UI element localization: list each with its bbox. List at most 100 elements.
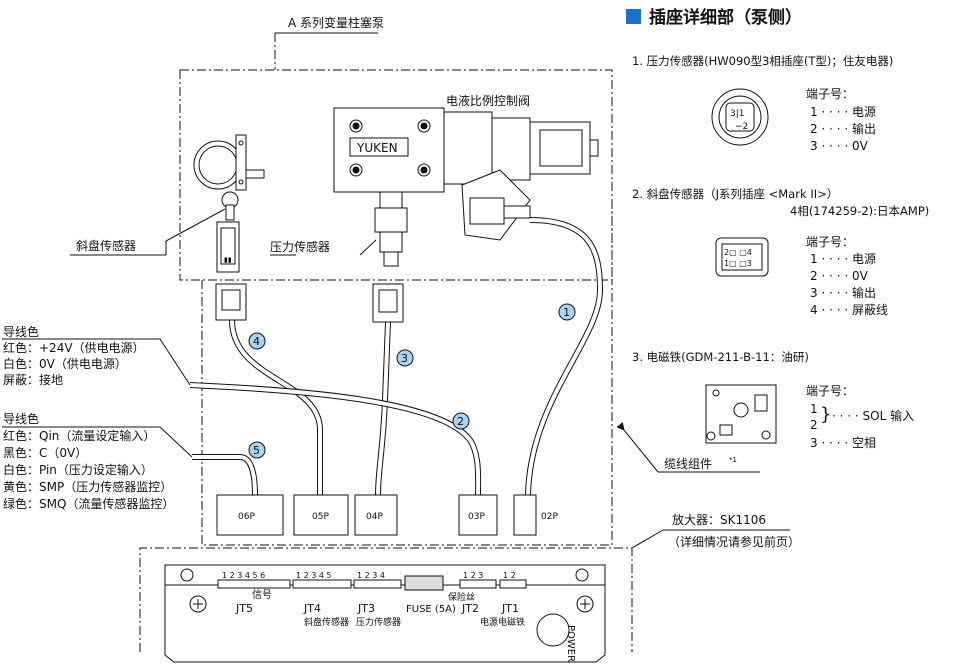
header-title: 插座详细部（泵侧）: [649, 7, 802, 28]
amp-terminal-jt2: 1 2 3 JT2 电源: [461, 571, 498, 628]
svg-text:1: 1: [563, 306, 570, 319]
wire-group1-title: 导线色: [3, 325, 40, 339]
svg-text:FUSE (5A): FUSE (5A): [406, 604, 456, 615]
cable-assembly-label: 缆线组件: [664, 457, 712, 471]
svg-text:▮▮: ▮▮: [224, 256, 232, 264]
amp-terminal-fuse: FUSE (5A) 保险丝: [406, 591, 475, 615]
svg-text:2▢ ▢4: 2▢ ▢4: [724, 248, 752, 257]
connector-03p: 03P: [458, 494, 498, 536]
pump-label: A 系列变量柱塞泵: [288, 15, 384, 30]
svg-text:2: 2: [457, 415, 464, 428]
svg-text:02P: 02P: [541, 512, 558, 522]
svg-text:电源: 电源: [480, 616, 498, 628]
svg-text:5: 5: [253, 444, 260, 457]
amp-terminal-jt5: 1 2 3 4 5 6 JT5 信号: [222, 571, 272, 615]
svg-text:06P: 06P: [238, 512, 255, 522]
detail1-title: 1. 压力传感器(HW090型3相插座(T型)；住友电器): [632, 54, 894, 68]
cable-connectors-top: [215, 283, 404, 323]
svg-text:JT3: JT3: [357, 602, 375, 615]
detail2-pin-1: 1 · · · · 电源: [810, 252, 876, 266]
detail3-title: 3. 电磁铁(GDM-211-B-11：油研): [632, 350, 809, 364]
detail2-pin-3: 3 · · · · 输出: [810, 286, 876, 300]
connector-05p: 05P: [293, 494, 349, 536]
svg-text:斜盘传感器: 斜盘传感器: [304, 616, 349, 628]
connector-06p: 06P: [216, 494, 284, 536]
svg-text:压力传感器: 压力传感器: [356, 616, 401, 628]
pump-box: A 系列变量柱塞泵: [179, 15, 613, 281]
amp-terminal-jt3: 1 2 3 4 JT3 压力传感器: [356, 571, 401, 628]
detail2-title: 2. 斜盘传感器（J系列插座 <Mark II>）: [632, 187, 839, 201]
detail1-pin-3: 3 · · · · 0V: [810, 139, 868, 153]
detail3-pins-title: 端子号：: [806, 384, 855, 398]
svg-text:信号: 信号: [252, 589, 272, 601]
detail2-pin-4: 4 · · · · 屏蔽线: [810, 303, 888, 317]
detail3-brace: }: [820, 404, 832, 425]
detail1-pins-title: 端子号：: [806, 87, 855, 101]
amplifier-box: 放大器：SK1106 （详细情况请参见前页）: [139, 512, 800, 652]
wire-group2-line-2: 黑色：C（0V）: [3, 446, 88, 460]
svg-text:JT2: JT2: [461, 602, 479, 615]
cable-number-4: 4: [248, 332, 266, 350]
wire-group1-line-3: 屏蔽：接地: [3, 373, 64, 387]
swash-sensor-label: 斜盘传感器: [76, 238, 136, 253]
detail1-pin-2: 2 · · · · 输出: [810, 122, 876, 136]
plug-detail-3-icon: [705, 384, 777, 444]
header-square: [626, 9, 641, 24]
detail1-pin-1: 1 · · · · 电源: [810, 105, 876, 119]
svg-text:1▢ ▢3: 1▢ ▢3: [724, 259, 752, 268]
wire-group2-line-3: 白色：Pin（压力设定输入）: [3, 463, 153, 477]
svg-text:1 2 3 4: 1 2 3 4: [357, 571, 385, 580]
amp-terminal-jt1: 1 2 JT1 电磁铁: [498, 571, 525, 628]
detail2-pin-2: 2 · · · · 0V: [810, 269, 868, 283]
wire-group2-line-5: 绿色：SMQ（流量传感器监控）: [3, 497, 175, 511]
svg-text:−2: −2: [735, 122, 748, 132]
wire-group2-line-4: 黄色：SMP（压力传感器监控）: [3, 480, 173, 494]
cable-paths: [189, 217, 604, 496]
plug-detail-1-icon: 3|1 −2: [711, 88, 769, 146]
cable-number-2: 2: [452, 412, 470, 430]
svg-text:电磁铁: 电磁铁: [498, 616, 525, 628]
connector-02p: 02P: [513, 494, 558, 536]
detail3-sol: · · · · SOL 输入: [832, 409, 915, 423]
control-valve: [333, 107, 599, 241]
amp-terminal-jt4: 1 2 3 4 5 JT4 斜盘传感器: [296, 571, 349, 628]
detail3-pin-2: 2: [810, 418, 818, 432]
svg-text:4: 4: [253, 335, 260, 348]
svg-text:1 2 3: 1 2 3: [463, 571, 483, 580]
plug-detail-2-icon: 2▢ ▢4 1▢ ▢3: [715, 237, 769, 277]
wire-group2-title: 导线色: [3, 412, 40, 426]
cable-number-3: 3: [396, 349, 414, 367]
svg-text:3: 3: [401, 352, 408, 365]
svg-text:1 2 3 4 5 6: 1 2 3 4 5 6: [222, 571, 265, 580]
cable-number-5: 5: [248, 441, 266, 459]
svg-text:JT5: JT5: [235, 602, 253, 615]
valve-brand: YUKEN: [356, 141, 398, 155]
detail2-subtitle: 4相(174259-2):日本AMP): [790, 204, 930, 218]
detail3-pin-1: 1: [810, 402, 818, 416]
detail2-pins-title: 端子号：: [806, 235, 855, 249]
wire-group2-line-1: 红色：Qin（流量设定输入）: [3, 429, 156, 443]
power-label: POWER: [565, 625, 576, 662]
wire-group1-line-2: 白色：0V（供电电源）: [3, 357, 127, 371]
valve-label: 电液比例控制阀: [446, 93, 530, 108]
svg-text:1 2 3 4 5: 1 2 3 4 5: [296, 571, 332, 580]
svg-text:JT4: JT4: [303, 602, 321, 615]
cable-assembly-mark: *1: [729, 456, 737, 464]
svg-text:03P: 03P: [468, 512, 485, 522]
cable-box: [201, 200, 613, 546]
svg-text:保险丝: 保险丝: [448, 591, 475, 603]
pressure-sensor: [374, 191, 408, 267]
swash-sensor: ▮▮: [193, 134, 265, 273]
svg-text:3|1: 3|1: [730, 109, 744, 119]
pressure-sensor-label: 压力传感器: [270, 239, 330, 254]
amplifier-note: （详细情况请参见前页）: [668, 534, 800, 549]
connector-04p: 04P: [354, 494, 398, 536]
detail3-pin-3: 3 · · · · 空相: [810, 436, 876, 450]
svg-text:04P: 04P: [366, 512, 383, 522]
amplifier-board: [164, 564, 606, 663]
wire-group1-line-1: 红色：+24V（供电电源）: [3, 341, 145, 355]
cable-number-1: 1: [558, 303, 576, 321]
svg-text:1 2: 1 2: [503, 571, 516, 580]
svg-text:05P: 05P: [312, 512, 329, 522]
svg-text:JT1: JT1: [501, 602, 519, 615]
